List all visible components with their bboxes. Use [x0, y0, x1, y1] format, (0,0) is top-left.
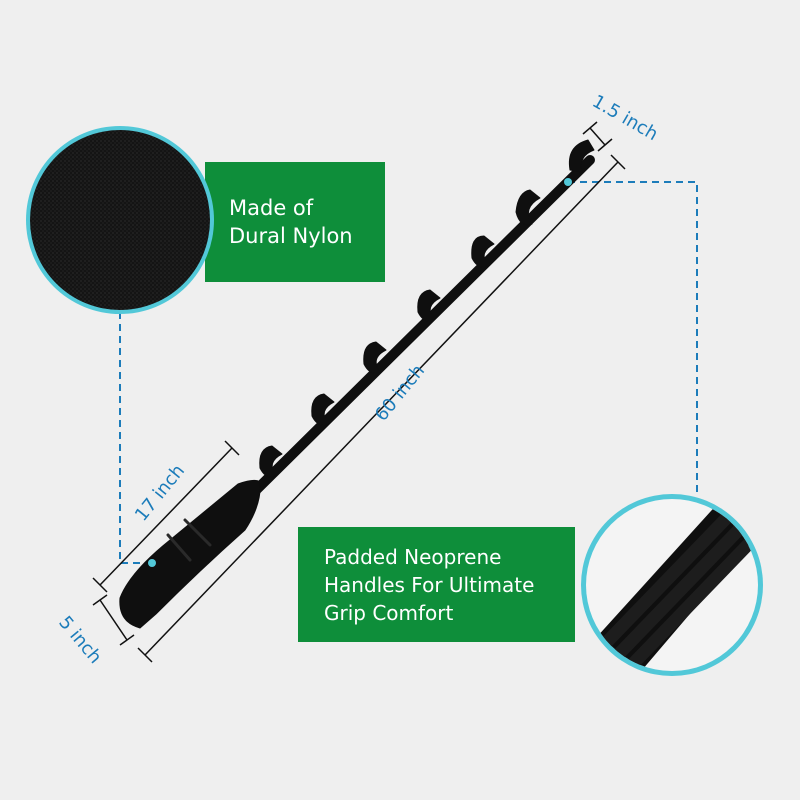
stretching-strap-icon: [119, 139, 595, 629]
dimension-1-5-line: [589, 127, 606, 146]
callout-neoprene-line2: Handles For Ultimate: [324, 572, 535, 597]
dimension-5-line: [99, 599, 128, 641]
fabric-texture-magnifier-icon: [26, 126, 214, 314]
dimension-lines: [92, 121, 626, 663]
connector-neoprene: [568, 181, 698, 497]
connector-dot-neoprene: [564, 178, 572, 186]
callout-neoprene-line3: Grip Comfort: [324, 600, 454, 625]
callout-neoprene: Padded Neoprene Handles For Ultimate Gri…: [298, 527, 575, 642]
stitched-handle-magnifier-icon: [581, 494, 763, 676]
callout-nylon-box: [205, 162, 385, 282]
dimension-60-line: [144, 161, 619, 656]
callout-nylon-line2: Dural Nylon: [229, 224, 353, 248]
dimension-17-line: [99, 447, 233, 586]
callout-neoprene-box: [298, 527, 575, 642]
callout-neoprene-line1: Padded Neoprene: [324, 544, 502, 569]
callout-nylon-line1: Made of: [229, 195, 314, 220]
connector-dot-nylon: [148, 559, 156, 567]
callout-nylon: Made of Dural Nylon: [205, 162, 385, 282]
connector-lines: [119, 181, 698, 564]
